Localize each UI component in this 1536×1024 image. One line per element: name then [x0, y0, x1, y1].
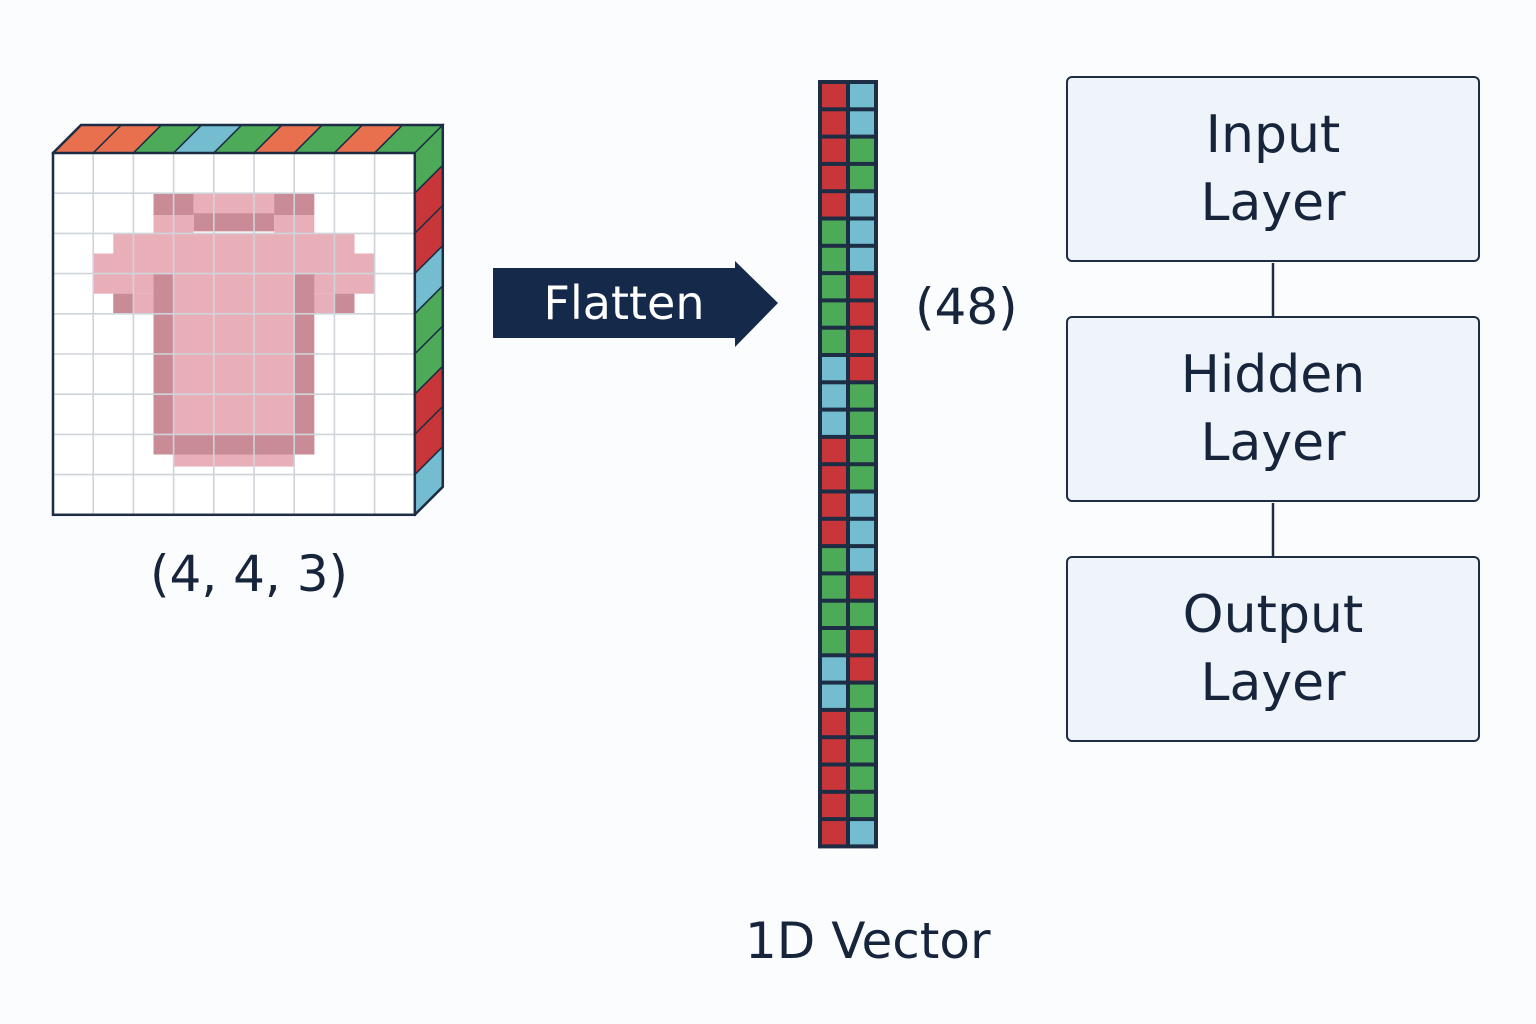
vector-cell: [850, 493, 874, 517]
vector-cell: [822, 111, 846, 135]
vector-cell: [822, 138, 846, 162]
vector-cell: [822, 711, 846, 736]
flatten-label: Flatten: [543, 276, 705, 330]
image-shape-label: (4, 4, 3): [150, 545, 349, 603]
flattened-vector: [818, 80, 878, 849]
vector-cell: [850, 630, 874, 654]
vector-cell: [822, 466, 846, 490]
vector-cell: [822, 493, 846, 517]
vector-cell: [850, 357, 874, 381]
vector-cell: [850, 302, 874, 326]
vector-cell: [850, 548, 874, 572]
vector-cell: [850, 411, 874, 435]
shirt-pixel: [113, 293, 134, 314]
vector-cell: [850, 684, 874, 708]
vector-cell: [822, 411, 846, 435]
image-tensor-cube: [51, 123, 445, 517]
vector-cell: [822, 548, 846, 572]
vector-cell: [850, 520, 874, 545]
vector-cell: [850, 793, 874, 818]
output-layer-box: Output Layer: [1066, 556, 1480, 742]
vector-cell: [822, 247, 846, 272]
shirt-pixel: [113, 233, 355, 254]
shirt-pixel: [193, 213, 275, 232]
cube-back-edges: [52, 123, 445, 516]
vector-cell: [850, 711, 874, 736]
vector-cell: [822, 220, 846, 244]
vector-cell: [850, 575, 874, 599]
vector-cell: [822, 520, 846, 545]
vector-cell: [850, 821, 874, 845]
shirt-pixel: [113, 293, 355, 314]
vector-cell: [822, 602, 846, 626]
input-layer-box: Input Layer: [1066, 76, 1480, 262]
vector-cell: [822, 766, 846, 790]
vector-cell: [822, 384, 846, 408]
shirt-pixel: [153, 434, 315, 455]
cube-front-outline: [51, 151, 417, 517]
vector-cell: [822, 575, 846, 599]
vector-cell: [850, 739, 874, 763]
vector-cell: [850, 602, 874, 626]
vector-cell: [822, 739, 846, 763]
hidden-layer-box: Hidden Layer: [1066, 316, 1480, 502]
vector-cell: [850, 247, 874, 272]
vector-cell: [850, 466, 874, 490]
vector-cell: [822, 793, 846, 818]
vector-cell: [822, 165, 846, 190]
vector-cell: [850, 111, 874, 135]
input-layer-label: Input Layer: [1200, 105, 1346, 233]
vector-cell: [822, 657, 846, 681]
vector-cell: [850, 193, 874, 217]
vector-cell: [822, 193, 846, 217]
shirt-pixel: [334, 293, 355, 314]
shirt-pixel: [294, 273, 315, 455]
vector-cell: [850, 766, 874, 790]
vector-cell: [850, 84, 874, 108]
shirt-pixel: [153, 273, 174, 455]
shirt-pixel: [193, 193, 275, 216]
vector-cell: [822, 84, 846, 108]
vector-cell: [822, 438, 846, 463]
vector-caption: 1D Vector: [745, 912, 991, 970]
hidden-layer-label: Hidden Layer: [1180, 345, 1366, 473]
vector-cell: [822, 329, 846, 353]
vector-cell: [850, 220, 874, 244]
vector-cell: [850, 657, 874, 681]
vector-cell: [822, 684, 846, 708]
vector-cell: [822, 275, 846, 299]
vector-cell: [850, 275, 874, 299]
vector-cell: [850, 138, 874, 162]
vector-cell: [822, 821, 846, 845]
vector-cell: [850, 329, 874, 353]
flatten-arrow: [493, 261, 778, 347]
vector-cell: [850, 438, 874, 463]
vector-cell: [822, 357, 846, 381]
vector-cell: [822, 630, 846, 654]
vector-cell: [822, 302, 846, 326]
vector-cell: [850, 384, 874, 408]
vector-cell: [850, 165, 874, 190]
output-layer-label: Output Layer: [1182, 585, 1364, 713]
vector-size-label: (48): [915, 278, 1018, 336]
